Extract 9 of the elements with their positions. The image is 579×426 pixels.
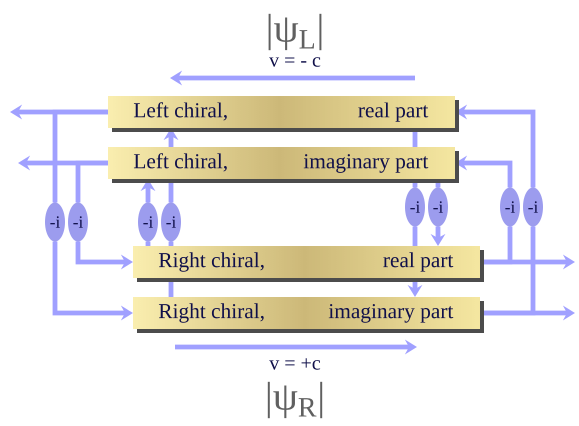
chiral-box: Left chiral, imaginary part xyxy=(108,147,459,183)
wavefunction-label: |ψ$_{L}$| xyxy=(268,14,322,50)
chiral-box: Right chiral, real part xyxy=(133,246,484,282)
chiral-box: Right chiral, imaginary part xyxy=(133,297,484,333)
velocity-label: v = +c xyxy=(269,358,320,370)
arrow xyxy=(76,160,108,202)
chiral-box: Left chiral, real part xyxy=(108,96,459,132)
wavefunction-label: |ψ$_{R}$| xyxy=(268,382,322,418)
velocity-label: v = - c xyxy=(269,57,320,67)
